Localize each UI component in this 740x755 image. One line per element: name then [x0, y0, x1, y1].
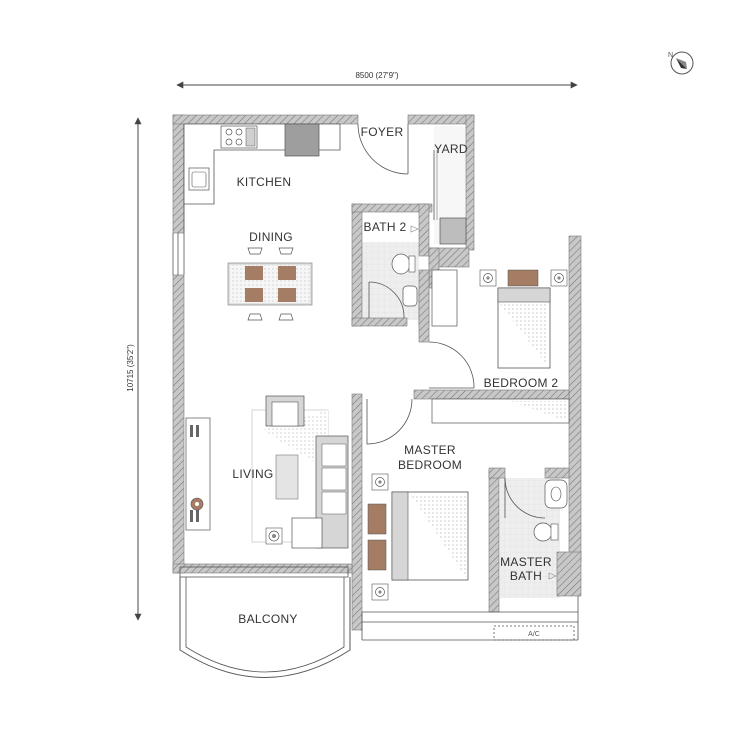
yard-fixtures	[433, 150, 467, 245]
master-bedroom-furniture	[367, 473, 469, 601]
room-label-foyer: FOYER	[361, 125, 404, 139]
room-label-balcony: BALCONY	[238, 612, 297, 626]
room-label-bath2: BATH 2	[364, 220, 407, 234]
outline-lines	[172, 124, 579, 641]
dining-set	[227, 247, 313, 321]
bedroom2-wardrobe	[431, 398, 570, 424]
plant-icon	[265, 527, 283, 545]
bath2-toilet-icon	[391, 253, 411, 275]
coffee-table	[275, 454, 299, 500]
master-bath-fixtures	[533, 479, 568, 580]
tv-console	[185, 417, 211, 531]
north-label: N	[668, 52, 673, 59]
armchair-icon	[265, 395, 305, 427]
dining-chair	[278, 266, 296, 280]
nightstand-icon	[371, 473, 389, 601]
ac-label: A/C	[528, 631, 540, 638]
room-label-yard: YARD	[434, 142, 468, 156]
room-label-master-bath-line2: BATH	[510, 569, 542, 583]
room-label-kitchen: KITCHEN	[237, 175, 292, 189]
bath2-basin-icon	[402, 285, 418, 307]
stove-icon	[220, 125, 258, 149]
width-dimension-label: 8500 (27'9")	[355, 71, 398, 80]
walls	[172, 114, 582, 631]
north-arrow-icon: N	[668, 51, 694, 75]
room-label-bedroom2: BEDROOM 2	[484, 376, 559, 390]
dining-chair	[245, 266, 263, 280]
bedroom2-furniture	[431, 269, 570, 424]
room-label-dining: DINING	[249, 230, 293, 244]
bedroom2-desk	[431, 269, 458, 327]
washer-icon	[439, 217, 467, 245]
room-label-master-bedroom-line2: BEDROOM	[398, 458, 462, 472]
living-set	[185, 395, 349, 549]
bath2-fixtures	[391, 225, 419, 307]
room-label-master-bedroom-line1: MASTER	[404, 443, 456, 457]
room-label-living: LIVING	[232, 467, 273, 481]
master-bath-basin-icon	[544, 479, 568, 509]
doors	[357, 123, 546, 519]
width-dimension: 8500 (27'9")	[176, 71, 578, 89]
room-label-master-bath-line1: MASTER	[500, 555, 552, 569]
height-dimension-label: 10715 (35'2")	[126, 344, 135, 392]
fridge-icon	[284, 123, 320, 157]
dining-chair	[245, 288, 263, 302]
sink-icon	[188, 167, 210, 191]
kitchen-counter	[183, 123, 341, 205]
sofa-icon	[291, 435, 349, 549]
nightstand-icon	[479, 269, 568, 287]
master-bath-toilet-icon	[533, 522, 553, 542]
dining-chair	[278, 288, 296, 302]
height-dimension: 10715 (35'2")	[126, 117, 142, 621]
room-labels: FOYER YARD KITCHEN BATH 2 DINING BEDROOM…	[232, 125, 558, 638]
bath2-floor	[362, 242, 419, 320]
balcony	[179, 577, 351, 678]
